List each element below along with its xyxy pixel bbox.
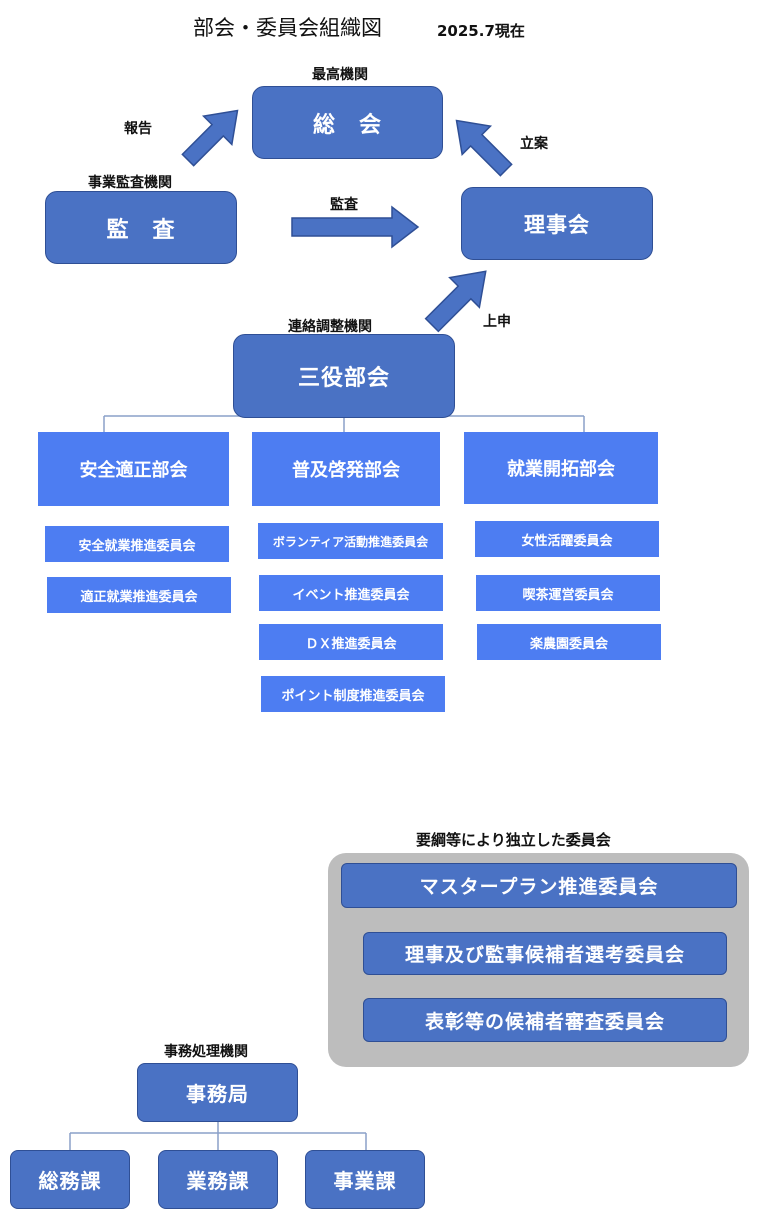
office-org-label: 事務処理機関 [164,1044,248,1060]
report-arrow [181,109,239,167]
dept-promotion: 普及啓発部会 [252,432,440,506]
committee-farm: 楽農園委員会 [477,624,661,660]
audit-org-label: 事業監査機関 [88,175,172,191]
audit-arrow [291,205,420,249]
committee-cafe: 喫茶運営委員会 [476,575,660,611]
page-title: 部会・委員会組織図 [193,16,382,40]
committee-point: ポイント制度推進委員会 [261,676,445,712]
section-business: 事業課 [305,1150,425,1209]
office-box: 事務局 [137,1063,298,1122]
section-operations: 業務課 [158,1150,278,1209]
committee-masterplan: マスタープラン推進委員会 [341,863,737,908]
office-connector [69,1122,367,1150]
audit-arrow-label: 監査 [330,197,358,213]
report-label: 報告 [124,121,152,137]
section-general-affairs: 総務課 [10,1150,130,1209]
committee-event: イベント推進委員会 [259,575,443,611]
dept-development: 就業開拓部会 [464,432,658,504]
committee-safe-work: 安全就業推進委員会 [45,526,229,562]
dept-connector [103,415,585,432]
committee-women: 女性活躍委員会 [475,521,659,557]
committee-candidate-selection: 理事及び監事候補者選考委員会 [363,932,727,975]
committee-proper-work: 適正就業推進委員会 [47,577,231,613]
general-assembly-box: 総 会 [252,86,443,159]
dept-safety: 安全適正部会 [38,432,229,506]
propose-arrow [455,119,513,177]
sanyaku-box: 三役部会 [233,334,455,418]
propose-label: 立案 [520,136,548,152]
top-org-label: 最高機関 [312,67,368,83]
submit-arrow [424,270,487,333]
committee-dx: ＤＸ推進委員会 [259,624,443,660]
date-label: 2025.7現在 [437,22,525,40]
committee-award-review: 表彰等の候補者審査委員会 [363,998,727,1042]
board-box: 理事会 [461,187,653,260]
committee-volunteer: ボランティア活動推進委員会 [258,523,443,559]
liaison-org-label: 連絡調整機関 [288,319,372,335]
submit-label: 上申 [483,314,511,330]
independent-label: 要綱等により独立した委員会 [416,831,611,849]
audit-box: 監 査 [45,191,237,264]
